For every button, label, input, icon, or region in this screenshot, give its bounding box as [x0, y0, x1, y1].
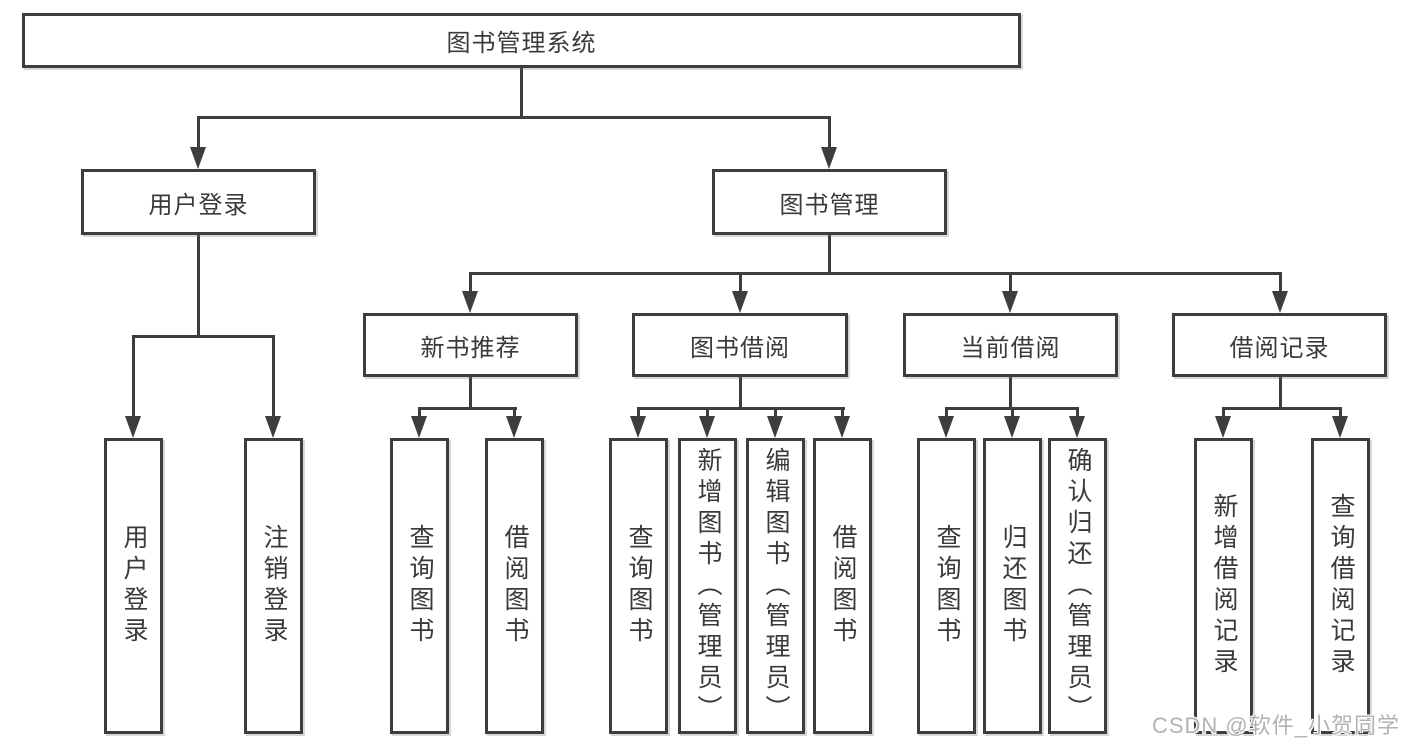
arrow-down-icon: [1272, 291, 1288, 313]
node-library-management-system: 图书管理系统: [22, 13, 1021, 68]
connector-line: [469, 272, 1282, 275]
leaf-borrow-books-1: 借阅图书: [485, 438, 544, 734]
node-book-borrowing: 图书借阅: [632, 313, 848, 377]
connector-line: [1339, 408, 1342, 420]
leaf-logout: 注销登录: [244, 438, 303, 734]
connector-line: [774, 408, 777, 420]
node-user-login: 用户登录: [81, 169, 316, 235]
connector-line: [469, 377, 472, 409]
connector-line: [1009, 377, 1012, 409]
arrow-down-icon: [821, 147, 837, 169]
connector-line: [637, 407, 845, 410]
connector-line: [513, 408, 516, 420]
connector-line: [706, 408, 709, 420]
connector-line: [520, 68, 523, 119]
arrow-down-icon: [1215, 416, 1231, 438]
connector-line: [1009, 273, 1012, 296]
leaf-query-borrow-record: 查询借阅记录: [1311, 438, 1370, 734]
connector-line: [469, 273, 472, 296]
connector-line: [1076, 408, 1079, 420]
arrow-down-icon: [699, 416, 715, 438]
leaf-user-login: 用户登录: [104, 438, 163, 734]
connector-line: [739, 377, 742, 409]
connector-line: [841, 408, 844, 420]
connector-line: [637, 408, 640, 420]
connector-line: [1279, 273, 1282, 296]
leaf-add-borrow-record: 新增借阅记录: [1194, 438, 1253, 734]
connector-line: [1222, 408, 1225, 420]
watermark: CSDN @软件_小贺同学: [1151, 713, 1400, 738]
connector-line: [197, 235, 200, 338]
leaf-add-books-admin: 新增图书（管理员）: [678, 438, 737, 734]
leaf-edit-books-admin: 编辑图书（管理员）: [746, 438, 805, 734]
arrow-down-icon: [411, 416, 427, 438]
leaf-query-books-2: 查询图书: [609, 438, 668, 734]
connector-line: [418, 407, 517, 410]
arrow-down-icon: [462, 291, 478, 313]
arrow-down-icon: [265, 416, 281, 438]
connector-line: [945, 408, 948, 420]
arrow-down-icon: [1002, 291, 1018, 313]
connector-line: [132, 335, 275, 338]
leaf-return-books: 归还图书: [983, 438, 1042, 734]
leaf-confirm-return-admin: 确认归还（管理员）: [1048, 438, 1107, 734]
arrow-down-icon: [630, 416, 646, 438]
node-current-borrowing: 当前借阅: [903, 313, 1118, 377]
arrow-down-icon: [732, 291, 748, 313]
node-book-management: 图书管理: [712, 169, 947, 235]
arrow-down-icon: [1332, 416, 1348, 438]
leaf-query-books-3: 查询图书: [917, 438, 976, 734]
arrow-down-icon: [1004, 416, 1020, 438]
arrow-down-icon: [767, 416, 783, 438]
connector-line: [272, 336, 275, 420]
connector-line: [1222, 407, 1342, 410]
leaf-borrow-books-2: 借阅图书: [813, 438, 872, 734]
connector-line: [1011, 408, 1014, 420]
arrow-down-icon: [506, 416, 522, 438]
leaf-query-books-1: 查询图书: [390, 438, 449, 734]
connector-line: [197, 116, 831, 119]
arrow-down-icon: [125, 416, 141, 438]
node-new-book-recommend: 新书推荐: [363, 313, 578, 377]
connector-line: [418, 408, 421, 420]
arrow-down-icon: [834, 416, 850, 438]
connector-line: [739, 273, 742, 296]
connector-line: [828, 235, 831, 275]
connector-line: [197, 117, 200, 151]
arrow-down-icon: [938, 416, 954, 438]
node-borrowing-records: 借阅记录: [1172, 313, 1387, 377]
connector-line: [1279, 377, 1282, 409]
arrow-down-icon: [190, 147, 206, 169]
connector-line: [132, 336, 135, 420]
connector-line: [828, 117, 831, 151]
arrow-down-icon: [1069, 416, 1085, 438]
